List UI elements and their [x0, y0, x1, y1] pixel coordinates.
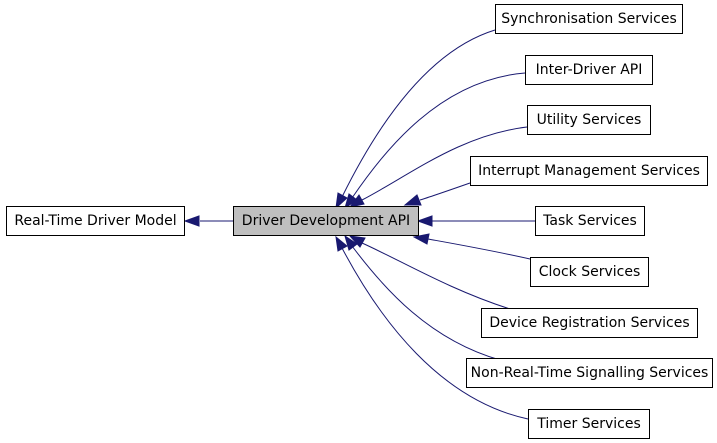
node-label: Real-Time Driver Model [14, 213, 176, 229]
arrowhead-utility [348, 194, 365, 208]
node-nrt[interactable]: Non-Real-Time Signalling Services [466, 358, 713, 388]
node-label: Clock Services [539, 264, 641, 280]
edge-devreg-to-api [361, 242, 511, 310]
node-timer[interactable]: Timer Services [528, 409, 650, 439]
arrowhead-rtdm [183, 215, 200, 227]
node-rtdm[interactable]: Real-Time Driver Model [6, 206, 185, 236]
node-label: Device Registration Services [489, 315, 689, 331]
arrowhead-clock [412, 233, 430, 245]
arrowhead-task [416, 215, 433, 227]
edge-utility-to-api [361, 126, 528, 201]
arrowhead-devreg [348, 235, 366, 248]
edge-clock-to-api [427, 238, 531, 260]
node-label: Task Services [542, 213, 637, 229]
node-clock[interactable]: Clock Services [530, 257, 649, 287]
edge-interdriver-to-api [351, 72, 526, 199]
node-label: Inter-Driver API [536, 62, 643, 78]
node-sync[interactable]: Synchronisation Services [495, 4, 683, 34]
edge-nrt-to-api [351, 245, 501, 361]
node-task[interactable]: Task Services [535, 206, 645, 236]
arrowhead-nrt [344, 234, 358, 251]
graph-nodes: Real-Time Driver Model Driver Developmen… [6, 4, 713, 439]
arrowhead-interdriver [344, 193, 358, 210]
graph-edges [183, 29, 535, 420]
node-utility[interactable]: Utility Services [527, 105, 651, 135]
arrowhead-interrupt [403, 194, 422, 206]
node-interrupt[interactable]: Interrupt Management Services [470, 156, 708, 186]
node-label: Utility Services [537, 112, 642, 128]
node-label: Interrupt Management Services [478, 163, 700, 179]
node-label: Non-Real-Time Signalling Services [471, 365, 709, 381]
node-devreg[interactable]: Device Registration Services [481, 308, 698, 338]
edge-sync-to-api [341, 29, 496, 198]
node-label: Synchronisation Services [501, 11, 677, 27]
node-label: Timer Services [536, 416, 641, 432]
edge-interrupt-to-api [419, 182, 471, 201]
node-interdriver[interactable]: Inter-Driver API [525, 55, 653, 85]
arrowhead-timer [335, 235, 348, 252]
node-api-current: Driver Development API [233, 206, 419, 236]
node-label: Driver Development API [242, 213, 410, 229]
edge-timer-to-api [341, 247, 529, 420]
arrowhead-sync [335, 192, 348, 210]
